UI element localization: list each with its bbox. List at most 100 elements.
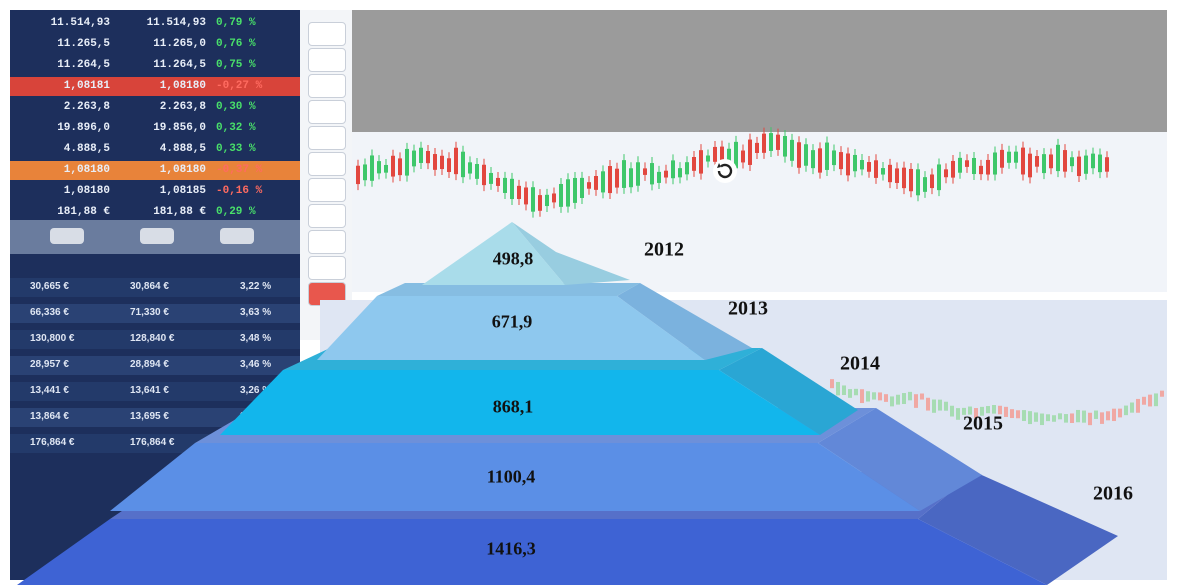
quote-cell: 11.514,93: [50, 17, 110, 29]
candle: [419, 141, 423, 169]
candle: [489, 166, 493, 190]
level-2013-top: [377, 283, 640, 296]
candle: [867, 156, 871, 178]
faded-candle: [1130, 402, 1134, 413]
toolbar-button: [308, 178, 346, 202]
candle: [895, 162, 899, 189]
faded-candle: [896, 394, 900, 405]
quote-cell: -0,37 %: [216, 164, 263, 176]
faded-candle: [830, 379, 834, 389]
toolbar-button: [308, 100, 346, 124]
candle: [853, 148, 857, 178]
quote-cell: 1,08185: [159, 185, 206, 197]
candle: [503, 171, 507, 199]
candle: [405, 142, 409, 182]
candle: [384, 158, 388, 179]
candle: [1007, 145, 1011, 169]
year-label-2014: 2014: [840, 352, 880, 375]
quote-cell: 0,29 %: [216, 206, 256, 218]
candle: [1077, 150, 1081, 183]
level-2014-face: [220, 370, 820, 435]
position-cell: 176,864 €: [130, 437, 175, 448]
quote-cell: 1,08181: [63, 80, 110, 92]
faded-candle: [920, 393, 924, 400]
candle: [1105, 151, 1109, 178]
toolbar-button: [308, 152, 346, 176]
candle: [755, 136, 759, 159]
quote-cell: 2.263,8: [63, 101, 110, 113]
candle: [1056, 138, 1060, 178]
pyramid-level-2012: [422, 222, 630, 285]
quote-cell: 11.265,5: [57, 38, 110, 50]
candle: [888, 158, 892, 189]
candle: [769, 127, 773, 157]
chart-header-area: [300, 10, 1167, 132]
faded-candle: [1082, 410, 1086, 423]
faded-candle: [1022, 410, 1026, 422]
candle: [951, 154, 955, 184]
faded-candle: [878, 392, 882, 401]
faded-candle: [932, 399, 936, 413]
toolbar-button: [308, 48, 346, 72]
candle: [846, 147, 850, 182]
faded-candle: [944, 401, 948, 411]
quote-cell: 11.264,5: [57, 59, 110, 71]
candle: [433, 148, 437, 176]
candle: [356, 159, 360, 191]
position-cell: 28,957 €: [30, 359, 69, 370]
faded-candle: [956, 408, 960, 420]
quote-cell: 11.514,93: [146, 17, 206, 29]
candle: [762, 127, 766, 159]
candle: [664, 164, 668, 184]
candle: [475, 158, 479, 185]
candle: [944, 163, 948, 184]
faded-candle: [1010, 409, 1014, 419]
faded-candle: [1052, 415, 1056, 422]
faded-candle: [1142, 396, 1146, 405]
quote-cell: 2.263,8: [159, 101, 206, 113]
candle: [965, 154, 969, 173]
candle: [741, 144, 745, 169]
quote-cell: 4.888,5: [63, 143, 110, 155]
candle: [972, 151, 976, 181]
faded-candle: [1076, 409, 1080, 423]
level-2015-face: [110, 443, 920, 511]
toolbar-button: [308, 204, 346, 228]
year-label-2013: 2013: [728, 297, 768, 320]
candle: [706, 149, 710, 168]
candle: [818, 142, 822, 179]
candle: [1014, 145, 1018, 169]
position-cell: 3,48 %: [240, 333, 272, 344]
quote-cell: 0,75 %: [216, 59, 256, 71]
candle: [993, 146, 997, 181]
quote-cell: 0,79 %: [216, 17, 256, 29]
quote-row: 11.514,93 11.514,93 0,79 %: [10, 14, 300, 33]
candle: [370, 149, 374, 187]
faded-candle: [962, 407, 966, 415]
candle: [671, 154, 675, 185]
faded-candle: [1064, 414, 1068, 423]
candle: [685, 156, 689, 181]
position-row: 130,800 €128,840 €3,48 %: [10, 330, 300, 349]
value-label-2016: 1416,3: [486, 538, 536, 559]
faded-candle: [1088, 412, 1092, 426]
faded-candle: [1124, 405, 1128, 416]
candle: [650, 157, 654, 191]
candle: [566, 173, 570, 213]
position-row: 30,665 €30,864 €3,22 %: [10, 278, 300, 297]
value-label-2012: 498,8: [492, 248, 534, 269]
faded-candle: [1154, 393, 1158, 407]
faded-candle: [1112, 408, 1116, 422]
year-label-2012: 2012: [644, 238, 684, 261]
pyramid-level-2013: [317, 283, 752, 360]
faded-candle: [1118, 408, 1122, 418]
position-cell: 3,63 %: [240, 307, 272, 318]
faded-candle: [1040, 413, 1044, 426]
candle: [377, 155, 381, 180]
position-cell: 3,22 %: [240, 281, 272, 292]
candle: [874, 154, 878, 184]
